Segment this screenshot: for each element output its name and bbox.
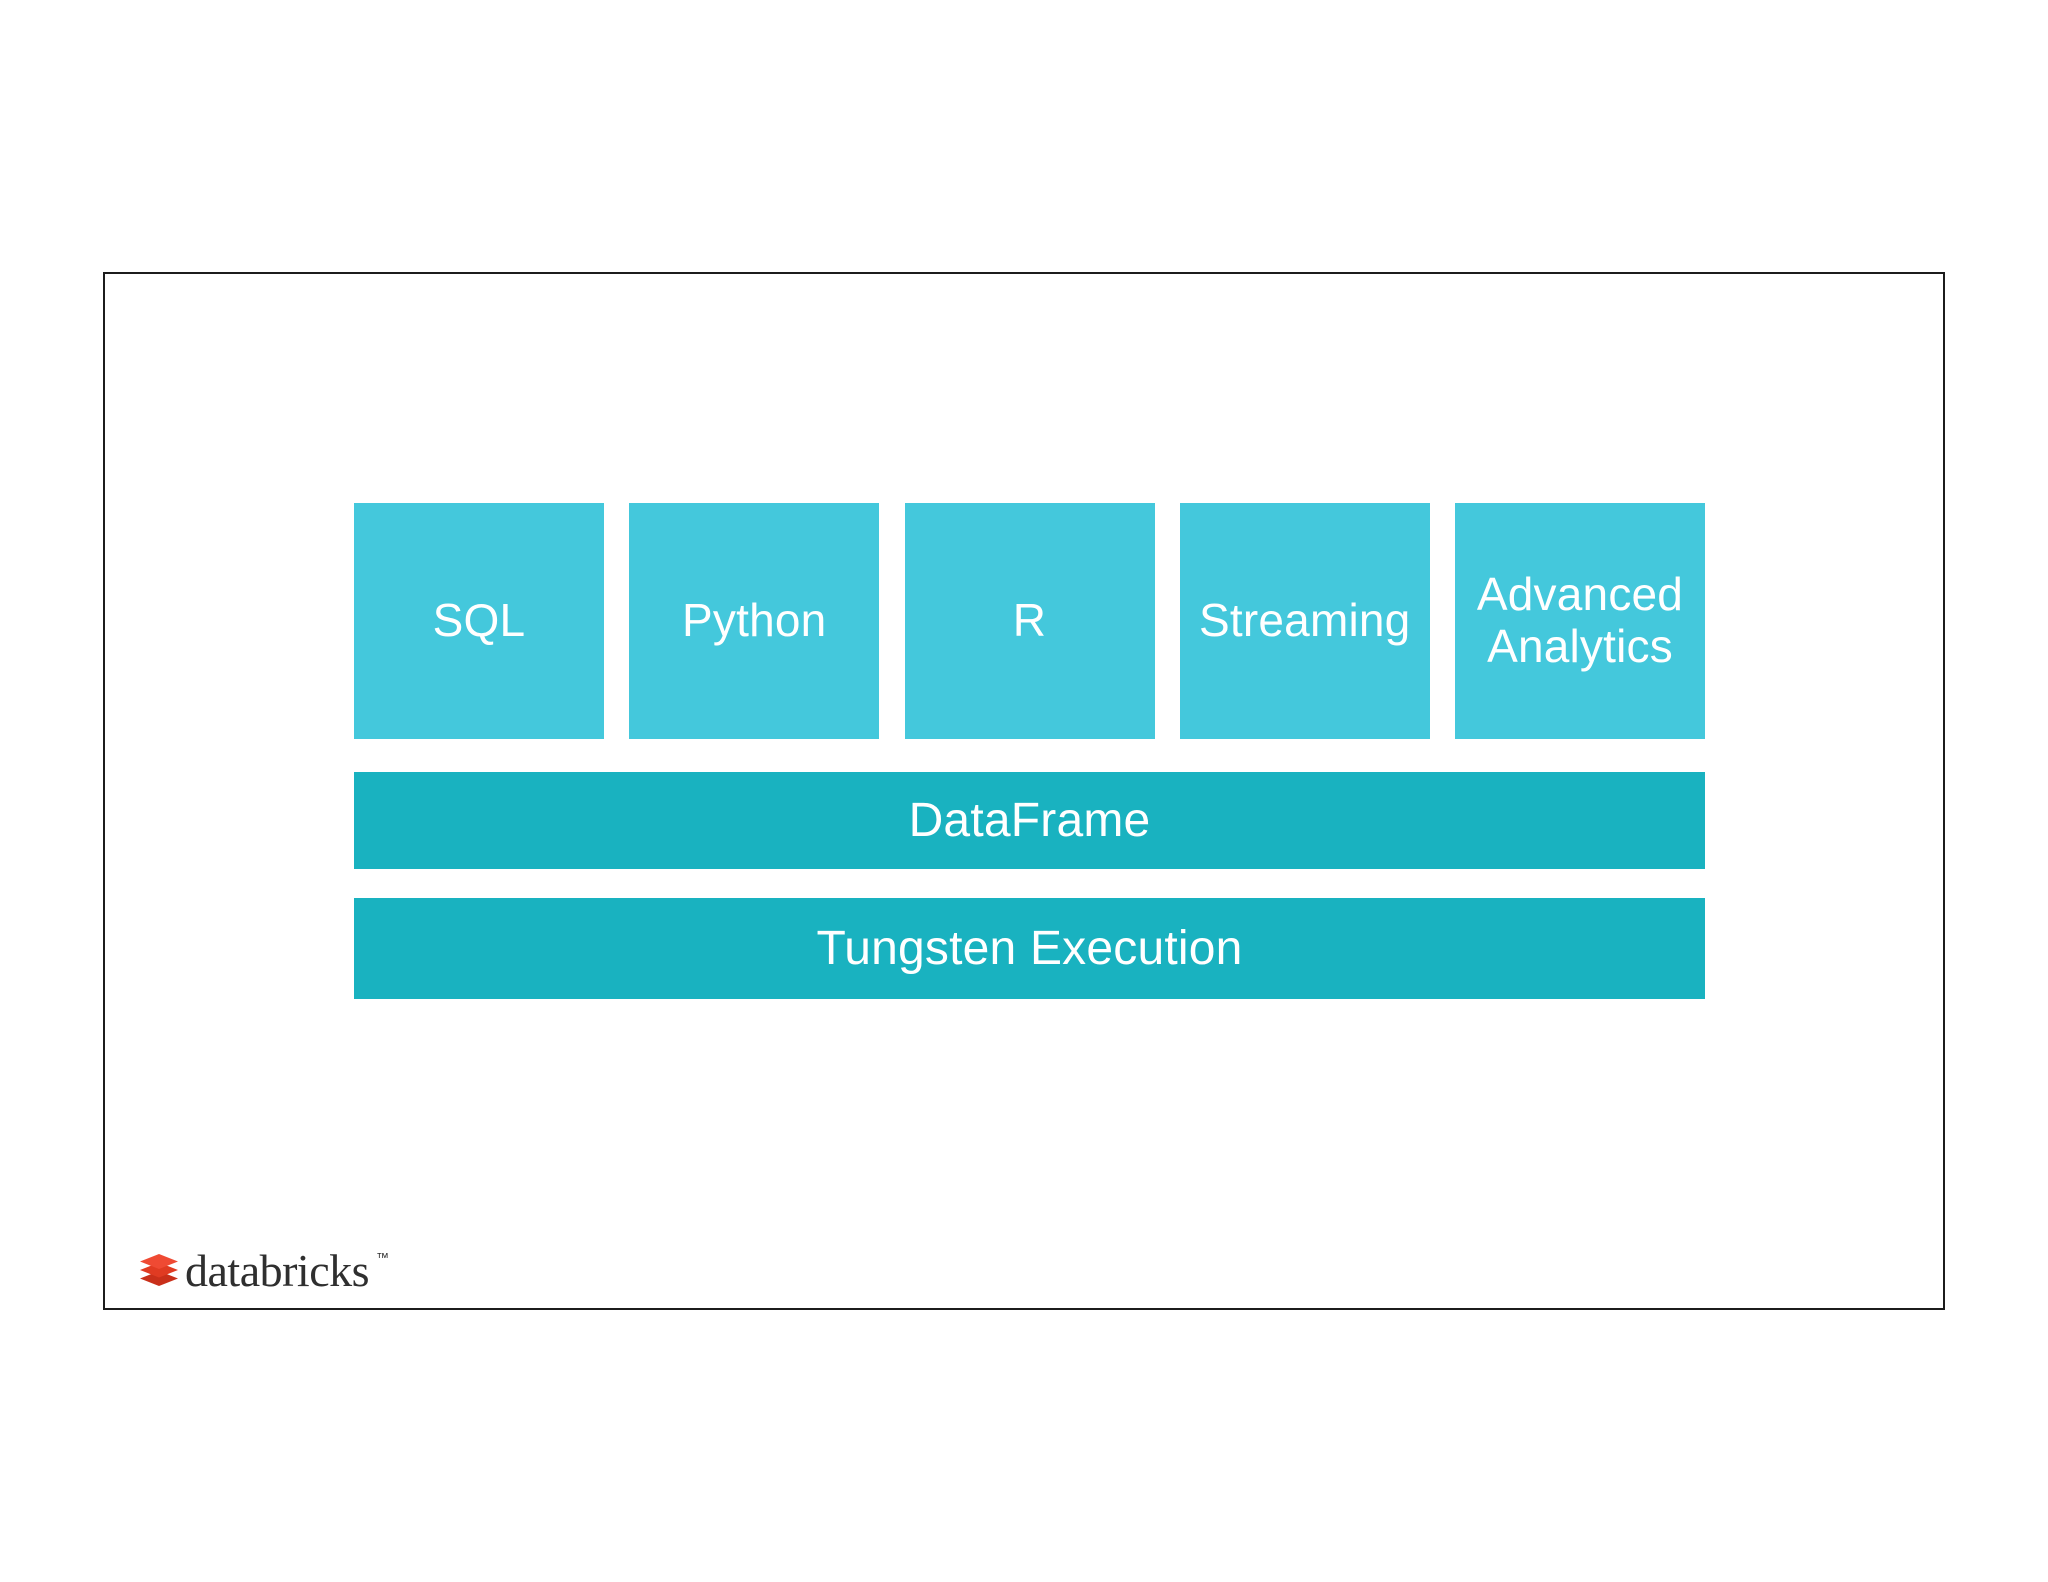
databricks-stacked-bricks-icon — [140, 1254, 178, 1286]
api-box-python[interactable]: Python — [629, 503, 880, 739]
layer-bar-label: DataFrame — [908, 794, 1151, 847]
api-box-advanced-analytics[interactable]: Advanced Analytics — [1455, 503, 1705, 739]
layer-bar-label: Tungsten Execution — [816, 922, 1243, 975]
api-box-label: R — [1012, 594, 1047, 647]
api-box-label: Python — [682, 594, 827, 647]
slide-frame: SQL Python R Streaming Advanced Analytic… — [103, 272, 1945, 1310]
databricks-logo: databricks ™ — [139, 1242, 389, 1298]
layer-bar-tungsten-execution[interactable]: Tungsten Execution — [354, 898, 1705, 999]
api-box-label: Streaming — [1199, 594, 1411, 647]
databricks-wordmark: databricks — [185, 1245, 370, 1296]
spark-stack-diagram: SQL Python R Streaming Advanced Analytic… — [354, 503, 1705, 999]
api-box-r[interactable]: R — [904, 503, 1155, 739]
layer-bar-dataframe[interactable]: DataFrame — [354, 772, 1705, 869]
api-box-streaming[interactable]: Streaming — [1179, 503, 1430, 739]
api-box-label: SQL — [432, 594, 526, 647]
api-box-sql[interactable]: SQL — [354, 503, 604, 739]
api-boxes-row: SQL Python R Streaming Advanced Analytic… — [354, 503, 1705, 739]
api-box-label: Advanced Analytics — [1476, 568, 1684, 672]
trademark-symbol: ™ — [376, 1250, 390, 1265]
